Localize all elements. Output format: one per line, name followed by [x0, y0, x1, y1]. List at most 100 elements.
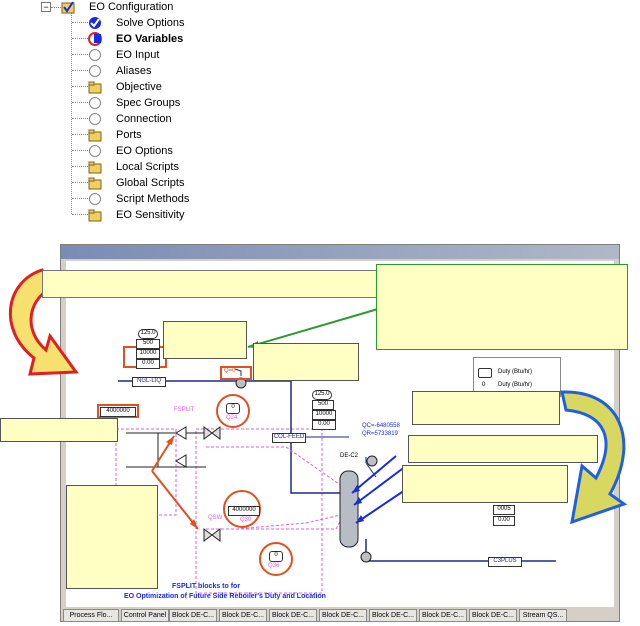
empty-circle-icon — [89, 97, 101, 109]
callout-box — [66, 485, 158, 589]
collapse-icon[interactable]: − — [41, 2, 51, 12]
green-pointer-arrow — [247, 308, 379, 348]
callout-box — [253, 343, 359, 381]
tree-item-eo-variables[interactable]: EO Variables — [116, 33, 184, 45]
duty-legend-label: Duty (Btu/hr) — [498, 369, 533, 375]
empty-circle-icon — [89, 49, 101, 61]
tree-item-local-scripts[interactable]: Local Scripts — [116, 161, 179, 173]
tree-connector-line — [72, 22, 88, 23]
temperature-value: 125.0 — [312, 390, 332, 400]
flow-value: 10000 — [136, 349, 160, 359]
window-tab[interactable]: Control Panel — [121, 609, 169, 622]
fsplit-region-outline — [195, 428, 323, 594]
reboiler-duty-label: QR=5733819 — [362, 431, 398, 437]
callout-box — [402, 465, 568, 503]
empty-circle-icon — [89, 113, 101, 125]
tree-item-eo-options[interactable]: EO Options — [116, 145, 173, 157]
tree-connector-line — [72, 86, 88, 87]
callout-box — [163, 321, 247, 359]
folder-icon — [88, 129, 102, 142]
tree-item-eo-input[interactable]: EO Input — [116, 49, 160, 61]
tree-item-ports[interactable]: Ports — [116, 129, 142, 141]
completed-check-icon — [89, 17, 101, 29]
red-pointer-arrow — [151, 470, 199, 530]
q24-label[interactable]: Q24 — [226, 415, 238, 421]
stream-col-feed-label[interactable]: COL-FEED — [272, 433, 306, 443]
duty-legend-symbol — [478, 368, 492, 378]
tree-connector-line — [51, 7, 61, 8]
duty-legend-label: Duty (Btu/hr) — [498, 382, 533, 388]
callout-box — [412, 391, 560, 425]
tree-connector-line — [72, 182, 88, 183]
tree-connector-line — [72, 198, 88, 199]
window-tab[interactable]: Block DE-C... — [319, 609, 367, 622]
window-tab[interactable]: Block DE-C... — [169, 609, 217, 622]
tree-item-eo-sensitivity[interactable]: EO Sensitivity — [116, 209, 185, 221]
folder-icon — [88, 177, 102, 190]
flow-value: 10000 — [312, 410, 336, 420]
tree-root-label[interactable]: EO Configuration — [89, 1, 174, 13]
tree-connector-line — [72, 118, 88, 119]
blue-pointer-arrow — [351, 455, 397, 494]
tree-connector-line — [72, 102, 88, 103]
window-tab[interactable]: Block DE-C... — [469, 609, 517, 622]
window-titlebar[interactable] — [61, 245, 619, 259]
fraction-value: 0.00 — [312, 420, 336, 430]
eo-configuration-tree: − EO Configuration Solve Options EO Varia… — [0, 0, 640, 225]
qsw-label[interactable]: QSW — [208, 515, 223, 521]
tree-connector-line — [72, 38, 88, 39]
tree-connector-line — [72, 214, 88, 215]
folder-check-icon — [61, 1, 75, 14]
tree-item-spec-groups[interactable]: Spec Groups — [116, 97, 181, 109]
tree-item-aliases[interactable]: Aliases — [116, 65, 152, 77]
tree-item-solve-options[interactable]: Solve Options — [116, 17, 185, 29]
window-tab[interactable]: Block DE-C... — [419, 609, 467, 622]
fraction-value: 0.00 — [136, 359, 160, 369]
window-tab[interactable]: Block DE-C... — [369, 609, 417, 622]
reboiler-icon — [360, 551, 372, 563]
q-zero-highlight — [220, 366, 252, 380]
tree-connector-line — [72, 70, 88, 71]
tree-item-global-scripts[interactable]: Global Scripts — [116, 177, 185, 189]
q24-duty-value: 0 — [226, 403, 240, 414]
tree-item-connection[interactable]: Connection — [116, 113, 172, 125]
bottoms-fraction-value: 0.00 — [493, 516, 515, 526]
tree-connector-line — [72, 54, 88, 55]
blue-pointer-arrow — [355, 485, 412, 524]
pressure-value: 500 — [312, 400, 334, 410]
q36-duty-value: 0 — [269, 551, 283, 562]
folder-icon — [88, 209, 102, 222]
pressure-value: 500 — [136, 339, 160, 349]
q36-highlight-circle — [259, 542, 293, 576]
flow-value-highlight — [97, 404, 139, 418]
folder-icon — [88, 81, 102, 94]
caption-line-1: FSPLIT blocks to for — [172, 583, 241, 590]
fsplit-qsw-icon — [203, 528, 221, 542]
block-de-c2-label[interactable]: DE-C2 — [340, 453, 359, 459]
window-tab[interactable]: Process Flo... — [63, 609, 119, 622]
column-de-c2-icon — [339, 470, 359, 548]
empty-circle-icon — [89, 145, 101, 157]
q24-highlight-circle — [216, 394, 250, 428]
tree-item-objective[interactable]: Objective — [116, 81, 162, 93]
stream-ngl-liq-label[interactable]: NGL-LIQ — [132, 377, 166, 387]
window-tab[interactable]: Stream QS... — [519, 609, 567, 622]
fsplit-q24-icon — [203, 426, 221, 440]
empty-circle-icon — [89, 65, 101, 77]
empty-circle-icon — [89, 193, 101, 205]
tree-connector-line — [71, 12, 72, 214]
condenser-duty-label: QC=-6480558 — [362, 423, 400, 429]
window-tab[interactable]: Block DE-C... — [269, 609, 317, 622]
callout-box — [408, 435, 598, 463]
c3plus-stream — [365, 539, 556, 562]
q30-label[interactable]: Q30 — [240, 517, 252, 523]
stream-c3plus-label[interactable]: C3PLUS — [488, 557, 522, 567]
incomplete-red-icon — [88, 32, 102, 46]
tree-item-script-methods[interactable]: Script Methods — [116, 193, 190, 205]
blue-pointer-arrow — [353, 465, 407, 506]
green-callout-box — [376, 264, 628, 350]
q36-label[interactable]: Q36 — [268, 563, 280, 569]
window-tab[interactable]: Block DE-C... — [219, 609, 267, 622]
stream-q-zero-label[interactable]: Q=0 — [224, 368, 236, 374]
block-fsplit-label[interactable]: FSPLIT — [174, 407, 195, 413]
